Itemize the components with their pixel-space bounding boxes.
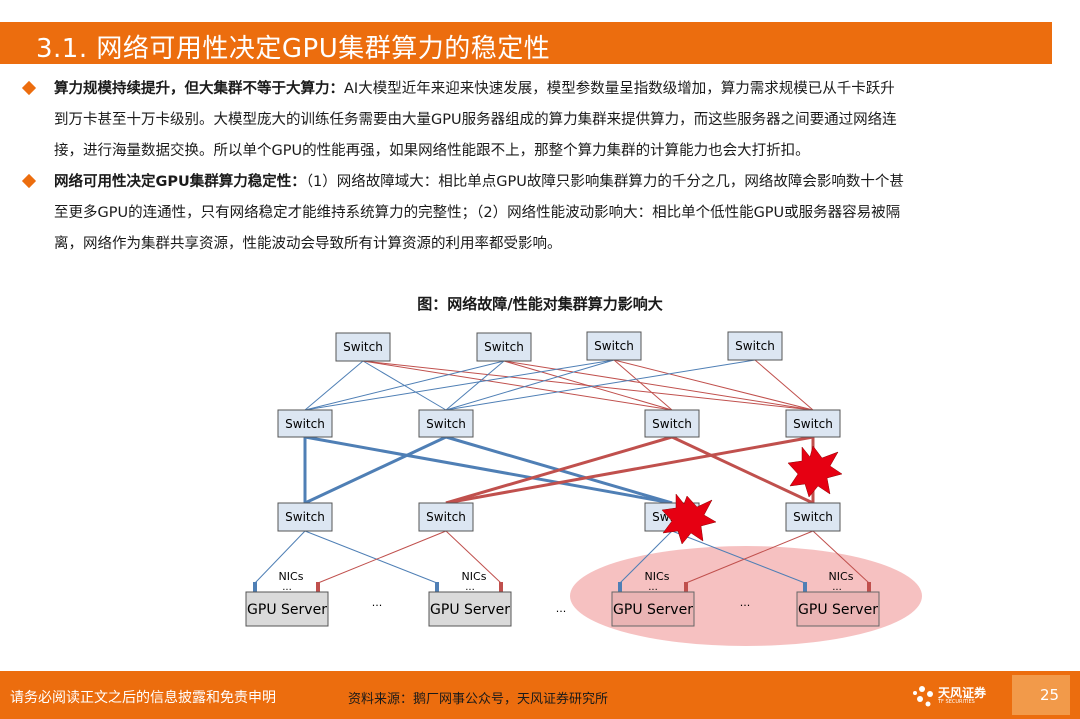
bullet-item-1: 算力规模持续提升，但大集群不等于大算力：AI大模型近年来迎来快速发展，模型参数量…	[21, 74, 1052, 167]
switch-mid-2: Switch	[418, 409, 474, 438]
switch-label: Switch	[426, 510, 466, 524]
tf-logo-icon	[913, 686, 933, 707]
spine-links	[304, 359, 814, 411]
switch-label: Switch	[285, 510, 325, 524]
switch-label: Switch	[793, 510, 833, 524]
page-title: 3.1. 网络可用性决定GPU集群算力的稳定性	[36, 34, 551, 64]
logo-text: 天风证券	[938, 686, 987, 700]
network-diagram: Switch Switch Switch Switch Switch Switc…	[245, 331, 922, 646]
nics-label: NICs	[829, 570, 854, 583]
bullet-line: 离，网络作为集群共享资源，性能波动会导致所有计算资源的利用率都受影响。	[54, 236, 562, 252]
switch-label: Switch	[285, 417, 325, 431]
footer: 请务必阅读正文之后的信息披露和免责申明 资料来源：鹅厂网事公众号，天风证券研究所…	[0, 671, 1080, 719]
switch-leaf-4: Switch	[785, 502, 841, 532]
nics-group-1: NICs ...	[253, 570, 320, 593]
bullet-line: 到万卡甚至十万卡级别。大模型庞大的训练任务需要由大量GPU服务器组成的算力集群来…	[54, 112, 897, 128]
logo-subtext: TF SECURITIES	[938, 699, 975, 705]
ellipsis: ...	[740, 596, 751, 609]
nics-dots: ...	[282, 582, 292, 593]
nics-dots: ...	[832, 582, 842, 593]
bullet-line: 至更多GPU的连通性，只有网络稳定才能维持系统算力的完整性；（2）网络性能波动影…	[54, 205, 901, 221]
switch-leaf-1: Switch	[277, 502, 333, 532]
switch-label: Switch	[343, 340, 383, 354]
switch-label: Switch	[793, 417, 833, 431]
nics-group-3: NICs ...	[618, 570, 688, 593]
switch-top-1: Switch	[335, 332, 391, 362]
switch-label: Switch	[484, 340, 524, 354]
server-label: GPU Server	[613, 602, 693, 618]
bullet-list: 算力规模持续提升，但大集群不等于大算力：AI大模型近年来迎来快速发展，模型参数量…	[21, 74, 1052, 260]
switch-top-2: Switch	[476, 332, 532, 362]
gpu-server-3: GPU Server	[611, 591, 695, 627]
ellipsis: ...	[556, 602, 567, 615]
source-note: 资料来源：鹅厂网事公众号，天风证券研究所	[348, 692, 609, 707]
figure-caption: 图：网络故障/性能对集群算力影响大	[417, 295, 663, 313]
server-label: GPU Server	[430, 602, 510, 618]
nics-group-2: NICs ...	[435, 570, 503, 593]
gpu-server-2: GPU Server	[428, 591, 512, 627]
page-number: 25	[1040, 686, 1060, 704]
fault-burst-icon	[787, 445, 843, 498]
gpu-server-1: GPU Server	[245, 591, 329, 627]
title-bar: 3.1. 网络可用性决定GPU集群算力的稳定性	[0, 22, 1052, 64]
switch-top-4: Switch	[727, 331, 783, 361]
gpu-server-4: GPU Server	[796, 591, 880, 627]
ellipsis: ...	[372, 596, 383, 609]
nics-group-4: NICs ...	[803, 570, 871, 593]
switch-leaf-2: Switch	[418, 502, 474, 532]
nics-label: NICs	[645, 570, 670, 583]
server-label: GPU Server	[798, 602, 878, 618]
switch-label: Switch	[426, 417, 466, 431]
bullet-text: AI大模型近年来迎来快速发展，模型参数量呈指数级增加，算力需求规模已从千卡跃升	[344, 81, 895, 97]
nics-dots: ...	[465, 582, 475, 593]
switch-label: Switch	[735, 339, 775, 353]
nic-links	[254, 530, 870, 584]
nics-label: NICs	[462, 570, 487, 583]
switch-mid-4: Switch	[785, 409, 841, 438]
disclaimer: 请务必阅读正文之后的信息披露和免责申明	[10, 690, 276, 706]
bullet-lead: 网络可用性决定GPU集群算力稳定性：	[54, 174, 306, 190]
page-number-box	[1012, 675, 1070, 715]
bullet-lead: 算力规模持续提升，但大集群不等于大算力：	[54, 81, 344, 97]
switch-mid-1: Switch	[277, 409, 333, 438]
bullet-text: （1）网络故障域大：相比单点GPU故障只影响集群算力的千分之几，网络故障会影响数…	[305, 174, 904, 190]
switch-label: Switch	[652, 417, 692, 431]
fault-burst-icon	[661, 493, 717, 545]
server-label: GPU Server	[247, 602, 327, 618]
switch-mid-3: Switch	[644, 409, 700, 438]
nics-label: NICs	[279, 570, 304, 583]
switch-label: Switch	[594, 339, 634, 353]
bullet-item-2: 网络可用性决定GPU集群算力稳定性：（1）网络故障域大：相比单点GPU故障只影响…	[21, 167, 1052, 260]
leaf-links	[303, 435, 815, 505]
switch-top-3: Switch	[586, 331, 642, 361]
bullet-line: 接，进行海量数据交换。所以单个GPU的性能再强，如果网络性能跟不上，那整个算力集…	[54, 143, 810, 159]
nics-dots: ...	[648, 582, 658, 593]
